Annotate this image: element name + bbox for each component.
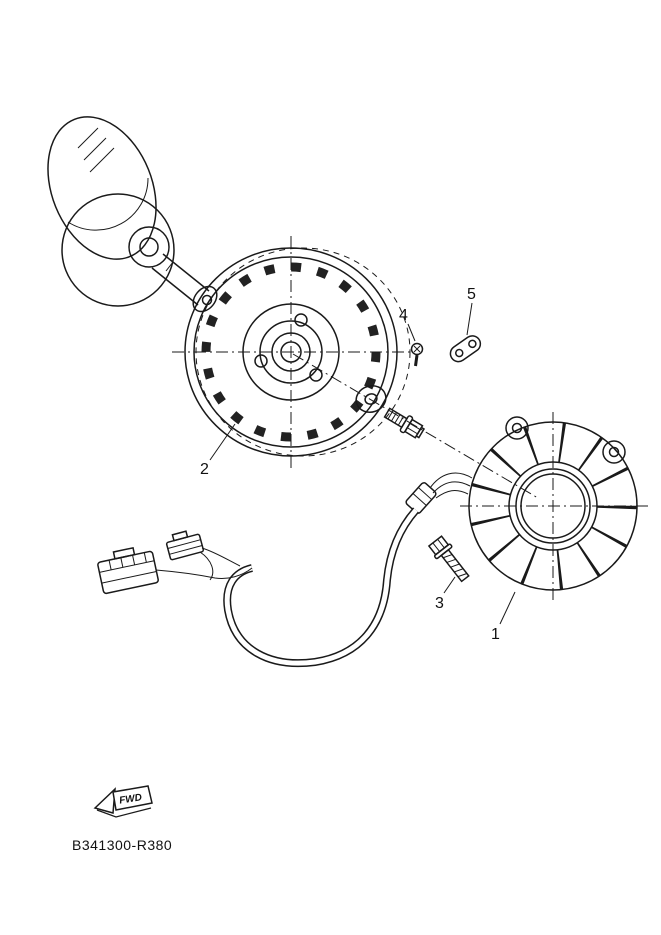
fwd-arrow: FWD [93, 785, 153, 818]
washer [355, 385, 387, 413]
assembly-axis-line [292, 353, 539, 499]
callout-4: 4 [399, 307, 408, 324]
bolt-long [427, 535, 470, 583]
callout-3: 3 [435, 595, 444, 612]
connector-large [97, 546, 159, 595]
rotor-flywheel [172, 236, 411, 470]
callout-5: 5 [467, 286, 476, 303]
callout-2: 2 [200, 461, 209, 478]
callout-1: 1 [491, 626, 500, 643]
wire-harness [97, 472, 473, 668]
screw-small [410, 342, 424, 367]
crankshaft [47, 116, 218, 313]
fwd-arrow-label: FWD [119, 792, 143, 806]
main-cable-core [224, 508, 418, 666]
pickup-bracket [449, 335, 482, 363]
drawing-number: B341300-R380 [72, 837, 172, 853]
connector-small [165, 530, 205, 561]
stator-assembly [460, 412, 648, 600]
center-bolt [383, 407, 426, 439]
grommet [405, 482, 437, 514]
callouts: 2 4 5 3 1 [200, 286, 516, 643]
